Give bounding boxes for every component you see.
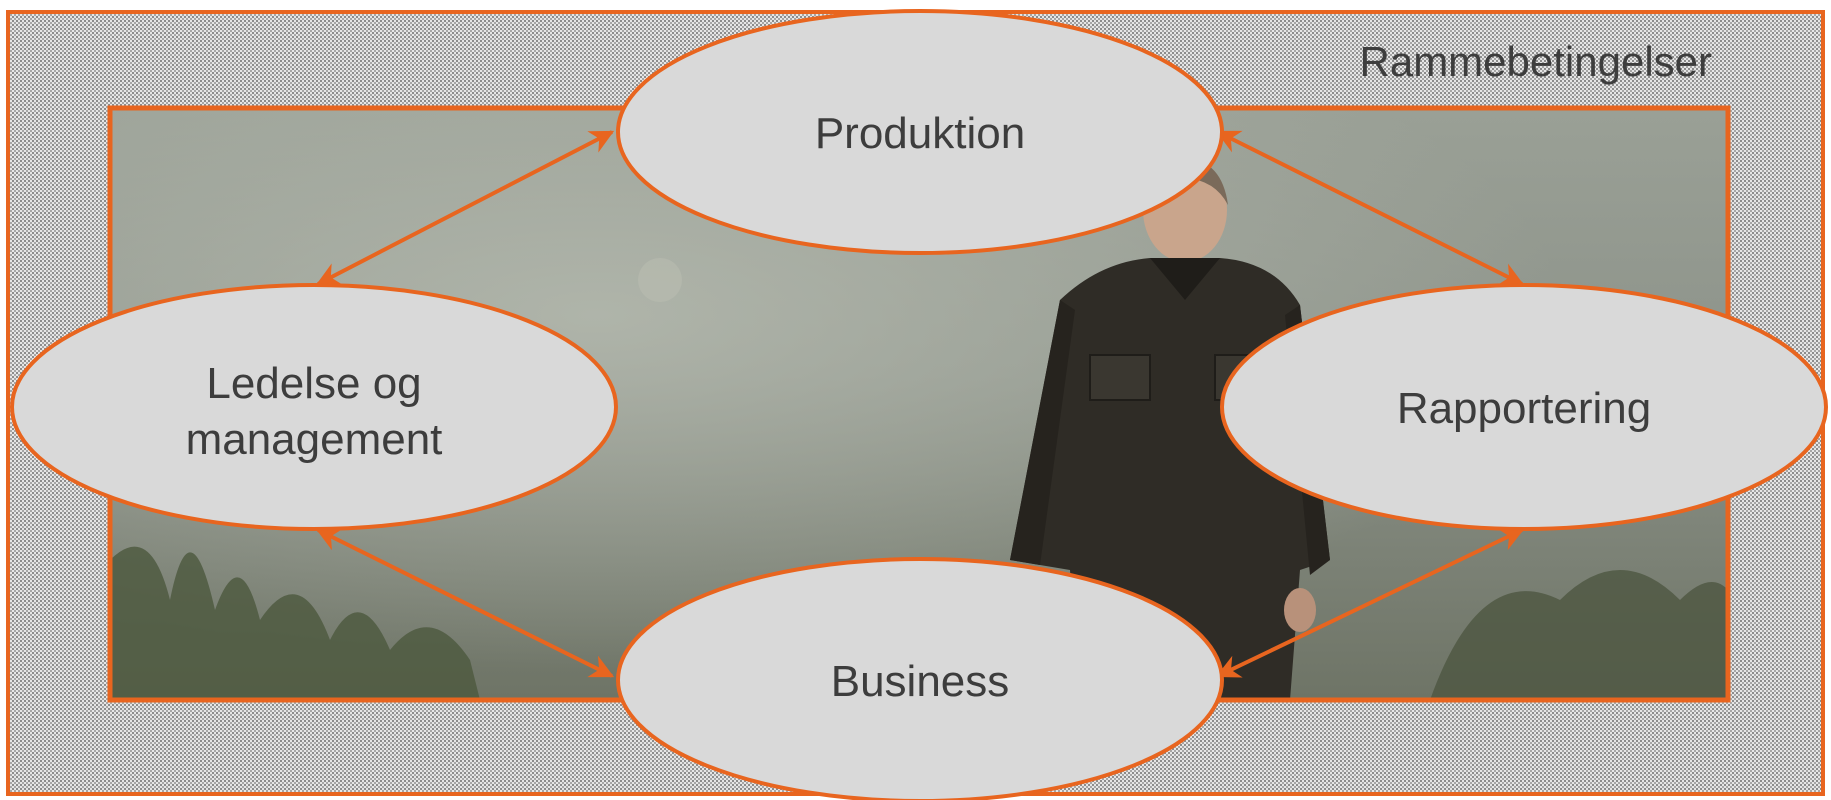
arrow-business-rapportering: [1215, 528, 1525, 678]
node-ledelse: Ledelse og management: [10, 283, 618, 531]
node-ledelse-label-line1: Ledelse og: [206, 359, 421, 408]
node-ledelse-label-line2: management: [186, 415, 443, 464]
node-rapportering: Rapportering: [1220, 283, 1828, 531]
arrow-produktion-rapportering: [1215, 130, 1525, 286]
arrow-ledelse-produktion: [315, 130, 615, 286]
connector-arrows: [315, 130, 1525, 678]
node-business-label: Business: [831, 657, 1010, 706]
frame-label: Rammebetingelser: [1360, 38, 1713, 85]
arrow-ledelse-business: [315, 528, 615, 678]
node-produktion-label: Produktion: [815, 109, 1025, 158]
node-produktion: Produktion: [616, 9, 1224, 255]
node-rapportering-label: Rapportering: [1397, 384, 1651, 433]
node-business: Business: [616, 557, 1224, 800]
